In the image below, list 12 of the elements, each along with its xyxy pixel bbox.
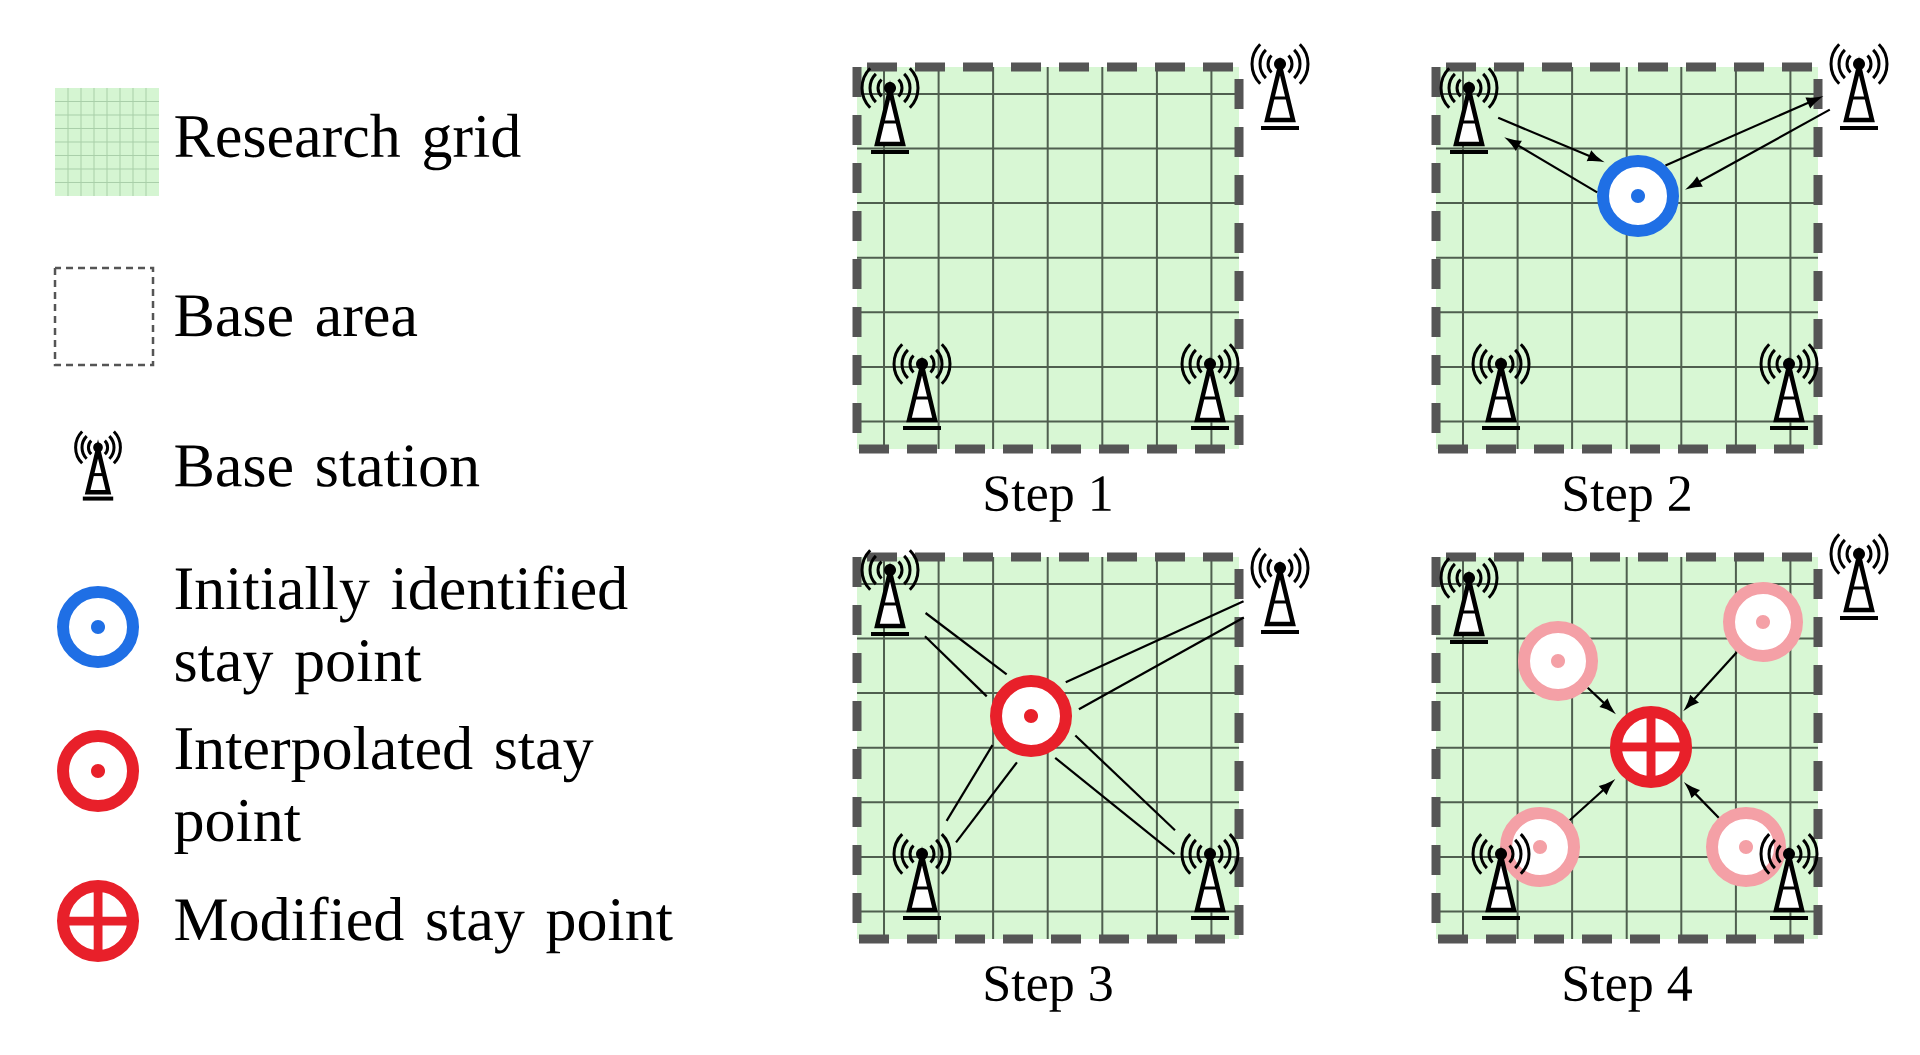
legend-label: Initially identified stay point xyxy=(175,565,628,695)
step-caption: Step 2 xyxy=(1564,476,1690,522)
step-caption: Step 3 xyxy=(985,966,1112,1012)
legend-label: Base area xyxy=(175,295,418,337)
legend-label: Interpolated stay point xyxy=(174,725,594,855)
step-caption: Step 1 xyxy=(985,476,1111,522)
legend-label: Base station xyxy=(175,445,480,487)
legend-label: Modified stay point xyxy=(175,896,673,954)
tower-icon xyxy=(1829,43,1889,130)
legend-label: Research grid xyxy=(175,113,521,171)
tower-icon xyxy=(1250,547,1310,634)
step-caption: Step 4 xyxy=(1564,966,1692,1012)
